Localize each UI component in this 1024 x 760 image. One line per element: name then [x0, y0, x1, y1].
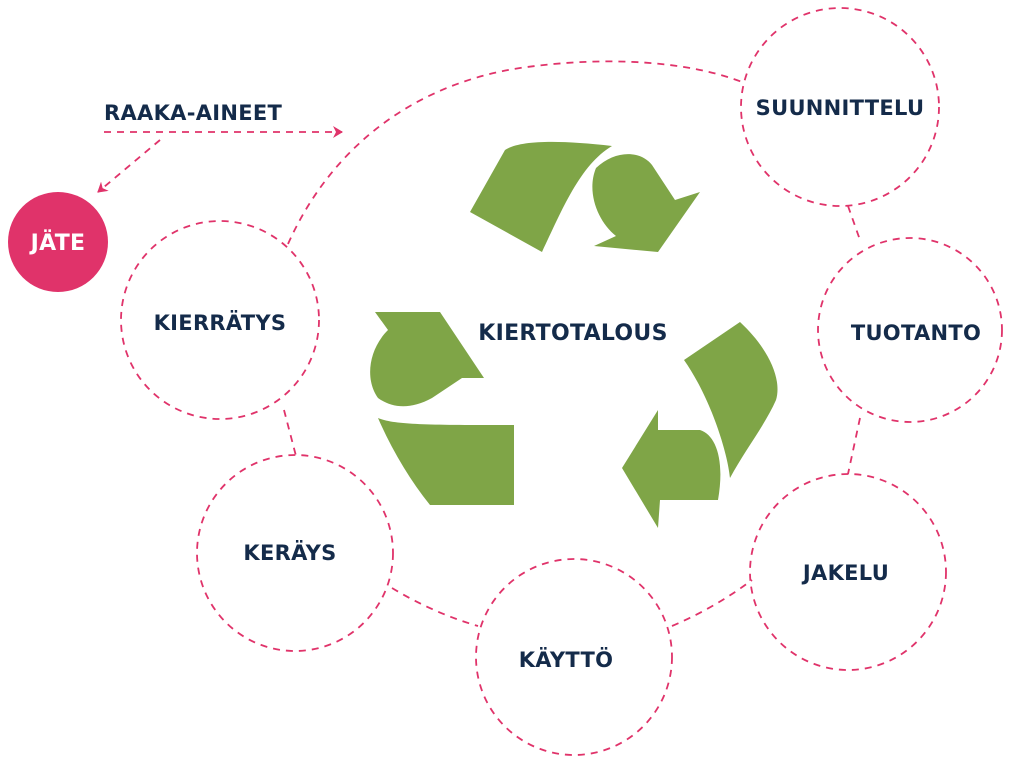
waste-label: JÄTE [29, 230, 86, 256]
waste-arrow [97, 139, 161, 193]
waste-circle [8, 192, 108, 292]
stage-circle-kerays [196, 454, 394, 652]
stage-label-kerays: KERÄYS [243, 540, 336, 565]
recycle-arrow-left [378, 418, 514, 505]
stage-circle-kierratys [120, 220, 320, 420]
cycle-arc [287, 60, 743, 245]
recycle-arrowhead-right [622, 410, 721, 528]
stage-circle-jakelu [749, 473, 947, 671]
link-suunnittelu-tuotanto [847, 205, 861, 241]
recycle-arrowhead-left [370, 312, 484, 407]
stage-label-tuotanto: TUOTANTO [851, 321, 981, 345]
link-kierratys-kerays [283, 409, 297, 457]
recycle-arrow-top [470, 141, 612, 252]
recycle-arrowhead-top [592, 154, 700, 252]
stage-label-jakelu: JAKELU [801, 561, 889, 585]
recycle-icon [370, 141, 778, 528]
stage-label-suunnittelu: SUUNNITTELU [756, 96, 925, 120]
cycle-arc-bottom-left [391, 587, 479, 627]
recycle-arrow-right [684, 322, 778, 478]
center-label: KIERTOTALOUS [478, 321, 668, 346]
stage-circle-kaytto [475, 558, 673, 756]
stage-circle-suunnittelu [740, 7, 940, 207]
link-tuotanto-jakelu [847, 417, 861, 475]
cycle-arc-bottom-right [671, 579, 753, 627]
stage-circle-tuotanto [817, 237, 1003, 423]
stage-label-kierratys: KIERRÄTYS [154, 310, 287, 335]
stage-label-kaytto: KÄYTTÖ [519, 647, 614, 672]
raw-materials-label: RAAKA-AINEET [104, 101, 283, 125]
